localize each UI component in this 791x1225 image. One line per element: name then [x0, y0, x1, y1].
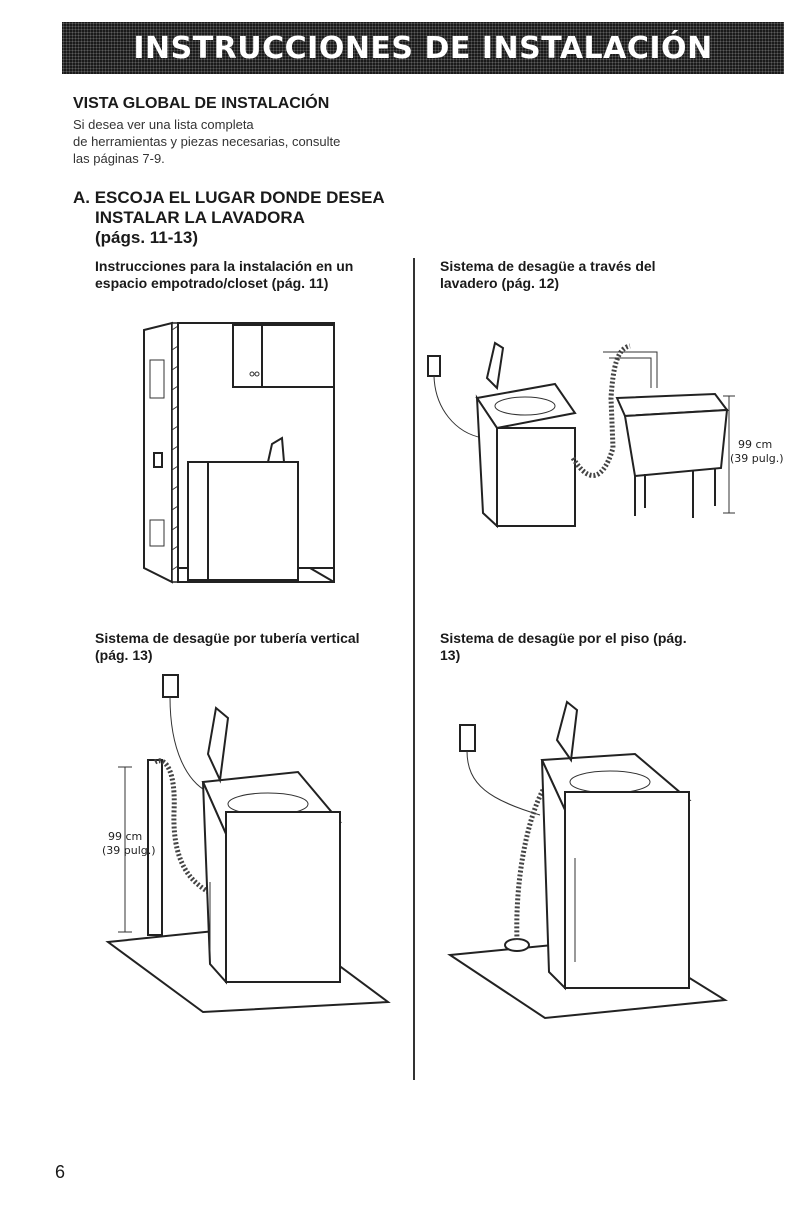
outlet-icon: [153, 452, 163, 468]
dimension-in: (39 pulg.): [102, 844, 156, 857]
washer-lid: [206, 706, 230, 784]
power-cord: [466, 750, 541, 816]
laundry-tub: [623, 408, 729, 478]
section-a-line: A. ESCOJA EL LUGAR DONDE DESEA: [73, 188, 385, 207]
washer-side: [187, 461, 209, 581]
tub-legs: [634, 469, 716, 518]
overview-text: Si desea ver una lista completa de herra…: [73, 116, 413, 167]
page-number: 6: [55, 1162, 66, 1182]
banner-title: INSTRUCCIONES DE INSTALACIÓN: [133, 30, 713, 66]
caption-line: lavadero (pág. 12): [440, 275, 560, 291]
caption-line: espacio empotrado/closet (pág. 11): [95, 275, 329, 291]
section-a-line: INSTALAR LA LAVADORA: [95, 208, 305, 227]
floor-corner: [309, 567, 335, 583]
floor-drain-illustration: [447, 700, 729, 1020]
water-pipes: [603, 351, 658, 388]
dimension-cm: 99 cm: [738, 438, 772, 451]
washer-front: [207, 461, 299, 581]
washer-tub-opening: [494, 396, 556, 416]
dimension-in: (39 pulg.): [730, 452, 784, 465]
trim-hatching: [171, 325, 179, 571]
caption-line: (pág. 13): [95, 647, 153, 663]
floor-drain-caption: Sistema de desagüe por el piso (pág. 13): [440, 630, 687, 664]
overview-line: las páginas 7-9.: [73, 151, 165, 166]
washer-lid: [555, 700, 579, 763]
caption-line: Sistema de desagüe a través del: [440, 258, 656, 274]
washer-lid: [485, 341, 505, 391]
overview-line: Si desea ver una lista completa: [73, 117, 254, 132]
standpipe-illustration: 99 cm (39 pulg.): [102, 674, 391, 1014]
wall-panel: [149, 519, 165, 547]
dimension-cm: 99 cm: [108, 830, 142, 843]
standpipe-caption: Sistema de desagüe por tubería vertical …: [95, 630, 360, 664]
washer-front: [496, 427, 576, 527]
alcove-illustration: [143, 321, 335, 584]
alcove-caption: Instrucciones para la instalación en un …: [95, 258, 353, 292]
section-a-heading: A. ESCOJA EL LUGAR DONDE DESEA INSTALAR …: [73, 188, 385, 248]
cabinet-knob: [249, 371, 255, 377]
laundry-tub-illustration: 99 cm (39 pulg.): [427, 341, 784, 529]
drain-hose: [153, 758, 220, 900]
caption-line: Sistema de desagüe por tubería vertical: [95, 630, 360, 646]
floor-drain: [504, 938, 530, 952]
dimension-marker: [723, 395, 735, 514]
dimension-marker: [118, 766, 132, 933]
overview-heading: VISTA GLOBAL DE INSTALACIÓN: [73, 95, 330, 112]
outlet-icon: [427, 355, 441, 377]
column-divider: [413, 258, 415, 1080]
wall-panel: [149, 359, 165, 399]
drain-hose: [514, 788, 546, 941]
wall-cabinet: [232, 324, 335, 388]
outlet-icon: [162, 674, 179, 698]
drain-hose: [570, 343, 631, 478]
back-wall: [177, 322, 335, 583]
caption-line: 13): [440, 647, 461, 663]
outlet-icon: [459, 724, 476, 752]
washer-front: [225, 811, 341, 983]
washer-front: [564, 791, 690, 989]
power-cord: [433, 375, 484, 439]
caption-line: Instrucciones para la instalación en un: [95, 258, 354, 274]
laundry-tub-caption: Sistema de desagüe a través del lavadero…: [440, 258, 656, 292]
cabinet-knob: [254, 371, 260, 377]
caption-line: Sistema de desagüe por el piso (pág.: [440, 630, 687, 646]
page-banner: INSTRUCCIONES DE INSTALACIÓN: [62, 22, 784, 74]
power-cord: [169, 696, 209, 793]
section-a-line: (págs. 11-13): [95, 228, 198, 247]
overview-line: de herramientas y piezas necesarias, con…: [73, 134, 341, 149]
washer-lid: [266, 436, 286, 463]
